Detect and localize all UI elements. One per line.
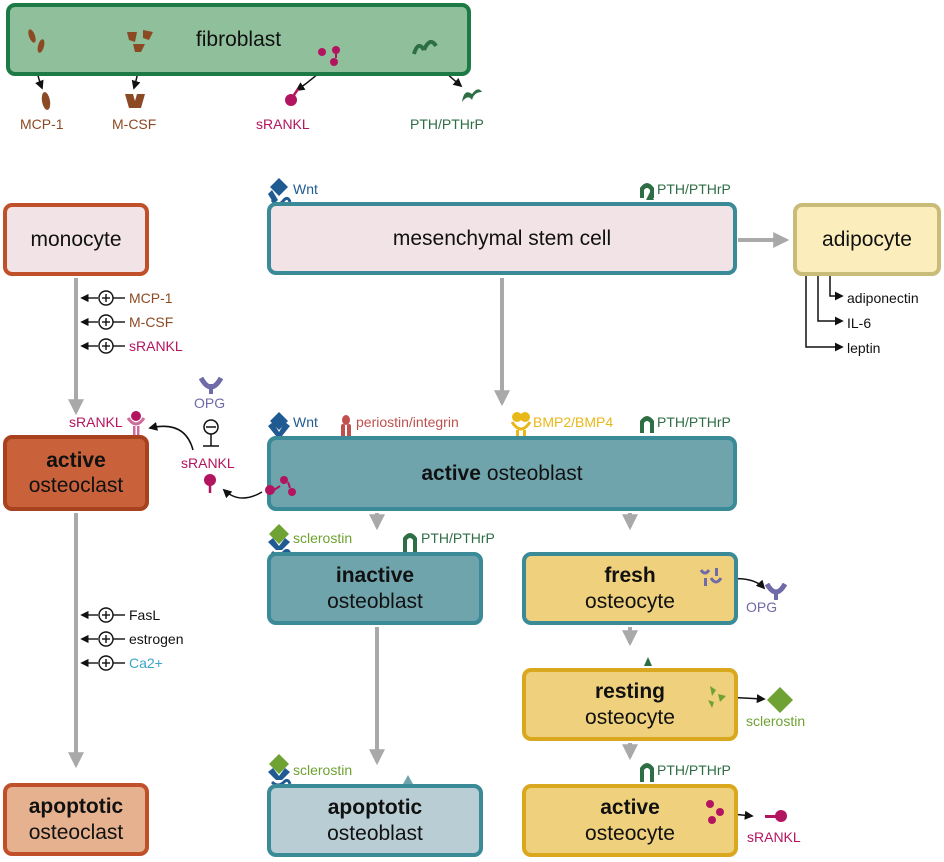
- active-osteoclast-line1: active: [46, 448, 106, 472]
- inactive-pth-receptor-icon: [403, 533, 417, 552]
- fresh-osteocyte-box: fresh osteocyte: [522, 552, 738, 625]
- fibroblast-title: fibroblast: [195, 27, 282, 51]
- apoptotic-osteoclast-box: apoptotic osteoclast: [3, 783, 149, 856]
- stimulation-symbols: [80, 290, 125, 671]
- osteocyte-srankl-label: sRANKL: [747, 829, 801, 845]
- monocyte-factor-mcsf: M-CSF: [129, 314, 174, 330]
- ob-wnt-label: Wnt: [293, 414, 318, 430]
- mcsf-label: M-CSF: [112, 116, 157, 132]
- fresh-opg-label: OPG: [746, 599, 778, 615]
- osteocyte-srankl-icon: [765, 810, 787, 822]
- msc-pth-receptor-icon: [640, 183, 654, 198]
- fresh-osteocyte-line2: osteocyte: [585, 589, 675, 613]
- srankl-product-icon: [285, 88, 300, 106]
- resting-sclerostin-label: sclerostin: [746, 713, 806, 729]
- free-srankl-icon: [204, 474, 216, 493]
- osteoblast-srankl-cluster-icon: [265, 476, 296, 496]
- mcsf-icon: [127, 30, 153, 52]
- adipocyte-title: adipocyte: [822, 227, 912, 251]
- ob-pth-label: PTH/PTHrP: [657, 414, 731, 430]
- inactive-osteoblast-box: inactive osteoblast: [267, 552, 483, 625]
- resting-osteocyte-box: resting osteocyte: [522, 668, 738, 741]
- resting-osteocyte-line2: osteocyte: [585, 705, 675, 729]
- mcp1-product-icon: [41, 92, 51, 110]
- fib-pth-label: PTH/PTHrP: [410, 116, 484, 132]
- ob-pth-receptor-icon: [640, 416, 654, 433]
- arrow-leptin: [805, 270, 844, 352]
- arrow-adiponectin: [829, 270, 844, 301]
- monocyte-title: monocyte: [30, 227, 122, 251]
- apoptotic-osteoblast-line2: osteoblast: [327, 821, 423, 845]
- fib-srankl-label: sRANKL: [256, 116, 310, 132]
- pth-notch-fresh: [644, 657, 652, 666]
- srankl-cluster-icon: [318, 46, 340, 66]
- msc-wnt-label: Wnt: [293, 181, 318, 197]
- osteoclast-factor-estrogen: estrogen: [129, 631, 184, 647]
- monocyte-factor-srankl: sRANKL: [129, 338, 183, 354]
- apoptotic-osteoclast-line2: osteoclast: [28, 820, 124, 844]
- il6-label: IL-6: [847, 315, 872, 331]
- resting-sclerostin-icon: [767, 687, 793, 713]
- pth-notch-apoptotic-ob: [403, 775, 413, 784]
- ob-wnt-receptor-icon: [268, 412, 292, 446]
- active-osteocyte-box: active osteocyte: [522, 784, 738, 857]
- monocyte-box: monocyte: [3, 203, 149, 276]
- osteocyte-srankl-cluster-icon: [706, 800, 724, 824]
- resting-osteocyte-line1: resting: [594, 680, 665, 704]
- osteocyte-pth-label: PTH/PTHrP: [657, 762, 731, 778]
- mcp1-label: MCP-1: [20, 116, 64, 132]
- active-osteoclast-box: active osteoclast: [3, 435, 149, 511]
- arrow-opg-to-osteoclast: [148, 422, 194, 451]
- bmp-label: BMP2/BMP4: [533, 414, 614, 430]
- opg-target-srankl-label: sRANKL: [181, 455, 235, 471]
- osteocyte-pth-receptor-icon: [640, 763, 654, 782]
- fresh-osteocyte-line1: fresh: [604, 564, 656, 588]
- inactive-osteoblast-line1: inactive: [335, 564, 415, 588]
- fibroblast-box: fibroblast: [6, 3, 471, 76]
- pth-product-icon: [462, 89, 482, 102]
- apoptotic-sclerostin-receptor-icon: [268, 754, 292, 787]
- active-osteocyte-line1: active: [600, 796, 660, 820]
- active-osteoblast-line1: active: [421, 461, 481, 485]
- mcsf-product-icon: [125, 94, 145, 108]
- osteoclast-factor-ca: Ca2+: [129, 655, 163, 671]
- osteoclast-factor-fasl: FasL: [129, 607, 161, 623]
- active-osteoblast-box: active osteoblast: [267, 436, 737, 511]
- inactive-pth-label: PTH/PTHrP: [421, 530, 495, 546]
- opg-label: OPG: [194, 395, 226, 411]
- resting-sclerostin-cluster-icon: [708, 686, 726, 708]
- active-osteocyte-line2: osteocyte: [585, 821, 675, 845]
- monocyte-factor-mcp1: MCP-1: [129, 290, 173, 306]
- fresh-opg-icon: [765, 582, 787, 600]
- msc-title: mesenchymal stem cell: [392, 226, 612, 250]
- rankl-receptor-icon: [126, 411, 146, 440]
- osteoclast-receptor-label: sRANKL: [69, 414, 123, 430]
- apoptotic-osteoblast-box: apoptotic osteoblast: [267, 784, 483, 857]
- leptin-label: leptin: [847, 340, 881, 356]
- adiponectin-label: adiponectin: [847, 290, 919, 306]
- active-osteoblast-line2: osteoblast: [486, 461, 583, 485]
- apoptotic-osteoclast-line1: apoptotic: [28, 795, 124, 819]
- arrow-il6: [817, 270, 844, 326]
- opg-icon: [199, 376, 223, 394]
- inactive-sclerostin-label: sclerostin: [293, 530, 353, 546]
- msc-pth-label: PTH/PTHrP: [657, 181, 731, 197]
- pth-cluster-icon: [412, 39, 438, 55]
- periostin-label: periostin/integrin: [356, 414, 459, 430]
- inactive-osteoblast-line2: osteoblast: [327, 589, 423, 613]
- apoptotic-osteoblast-line1: apoptotic: [327, 796, 423, 820]
- adipocyte-box: adipocyte: [793, 203, 941, 276]
- mcp1-icon: [28, 29, 45, 53]
- active-osteoclast-line2: osteoclast: [28, 474, 124, 497]
- arrow-osteoblast-srankl-out: [222, 488, 263, 499]
- apoptotic-sclerostin-label: sclerostin: [293, 762, 353, 778]
- msc-box: mesenchymal stem cell: [267, 202, 737, 275]
- fresh-opg-cluster-icon: [699, 568, 723, 586]
